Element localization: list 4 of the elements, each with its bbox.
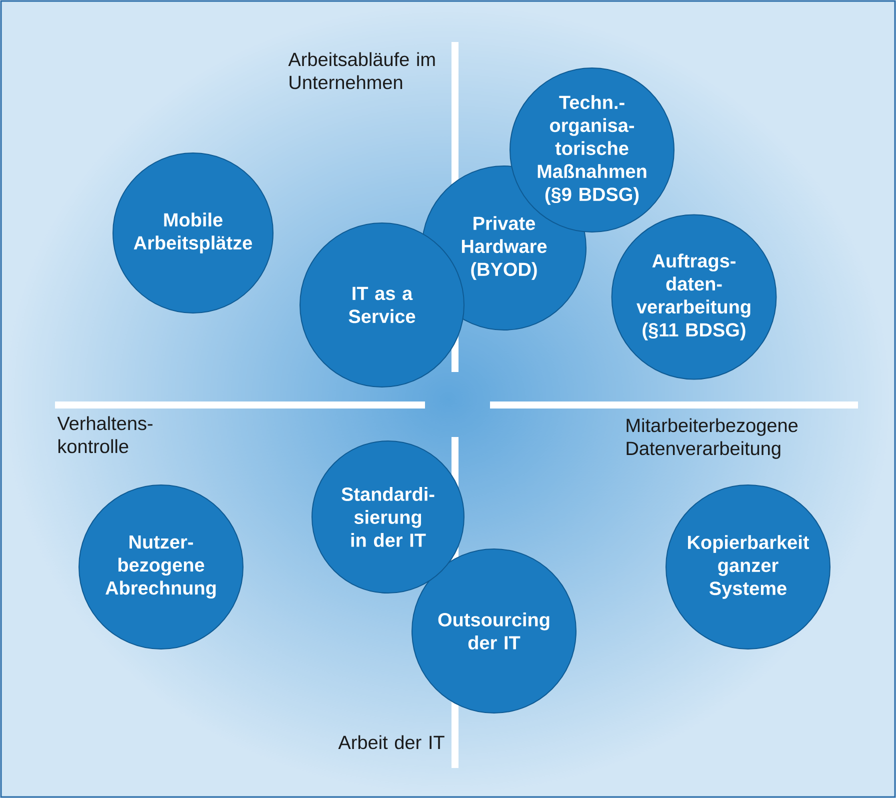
axis-label: Verhaltens- kontrolle	[57, 416, 152, 454]
axis-label: Arbeitsabläufe im Unternehmen	[288, 52, 435, 90]
axis-label: Arbeit der IT	[338, 735, 444, 750]
axis-label: Mitarbeiterbezogene Datenverarbeitung	[626, 418, 798, 459]
